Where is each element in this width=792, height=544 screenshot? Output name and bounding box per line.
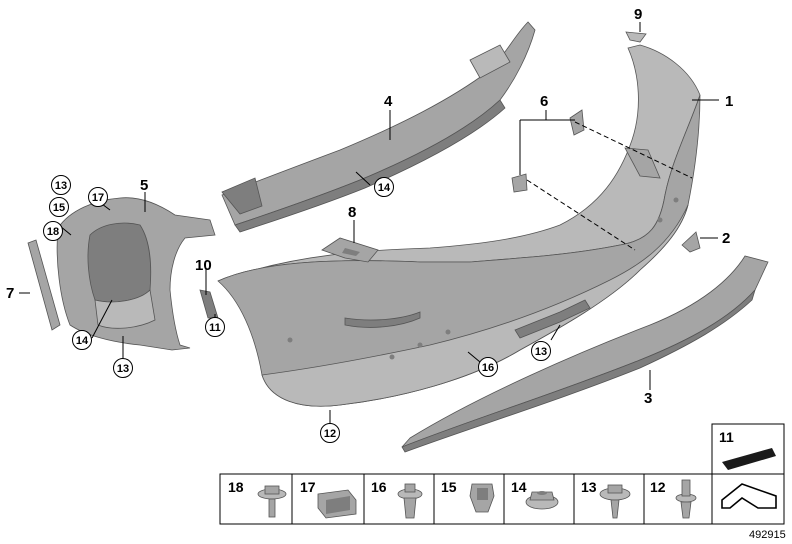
callout-12-circle: 12 bbox=[324, 428, 336, 440]
callout-14-bracket: 14 bbox=[76, 335, 89, 347]
leader-lines bbox=[19, 22, 719, 424]
callout-17-circle: 17 bbox=[92, 192, 104, 204]
callout-13-center: 13 bbox=[535, 346, 547, 358]
callout-8: 8 bbox=[348, 204, 356, 221]
self-tapping-screw-icon bbox=[599, 484, 631, 519]
callout-6: 6 bbox=[540, 93, 548, 110]
legend-label-15: 15 bbox=[441, 479, 457, 495]
bracket-small-part bbox=[681, 231, 701, 253]
legend-label-11: 11 bbox=[719, 429, 734, 445]
bumper-cover-part bbox=[217, 44, 701, 407]
callout-18-circle: 18 bbox=[47, 226, 59, 238]
legend-label-13: 13 bbox=[581, 479, 597, 495]
callout-14-beam: 14 bbox=[378, 182, 391, 194]
legend-label-12: 12 bbox=[650, 479, 666, 495]
callout-2: 2 bbox=[722, 230, 730, 247]
side-bracket-part bbox=[56, 197, 216, 351]
push-pin-clip-icon bbox=[675, 479, 697, 519]
fastener-legend bbox=[219, 423, 785, 525]
circled-callouts bbox=[43, 175, 551, 443]
legend-label-14: 14 bbox=[511, 479, 527, 495]
expanding-rivet-icon bbox=[397, 483, 423, 519]
legend-label-17: 17 bbox=[300, 479, 316, 495]
reflector-holder-part bbox=[321, 237, 379, 263]
sensor-holder-part bbox=[511, 109, 585, 193]
model-arrow-icon bbox=[721, 483, 777, 509]
callout-1: 1 bbox=[725, 93, 733, 110]
side-strip-part bbox=[27, 239, 61, 331]
spring-nut-clip-icon bbox=[317, 489, 357, 519]
legend-label-16: 16 bbox=[371, 479, 387, 495]
hex-nut-with-flange-icon bbox=[525, 491, 559, 510]
cover-clip-part bbox=[625, 31, 647, 43]
callout-11-circle: 11 bbox=[209, 322, 221, 334]
callout-15-circle: 15 bbox=[53, 202, 65, 214]
callout-13-top: 13 bbox=[55, 180, 67, 192]
callout-3: 3 bbox=[644, 390, 652, 407]
bumper-carrier-beam-part bbox=[221, 21, 536, 233]
callout-9: 9 bbox=[634, 6, 642, 23]
screw-with-washer-icon bbox=[257, 485, 287, 518]
legend-label-18: 18 bbox=[228, 479, 244, 495]
diffuser-trim-part bbox=[401, 255, 769, 453]
callout-5: 5 bbox=[140, 177, 148, 194]
callout-7: 7 bbox=[6, 285, 14, 302]
callout-10: 10 bbox=[195, 257, 212, 274]
callout-16-circle: 16 bbox=[482, 362, 494, 374]
callout-13-bottom: 13 bbox=[117, 363, 129, 375]
plastic-nut-icon bbox=[469, 483, 495, 513]
diagram-number: 492915 bbox=[749, 529, 786, 541]
reflector-part bbox=[199, 289, 219, 319]
callout-4: 4 bbox=[384, 93, 393, 110]
adhesive-pad-icon bbox=[722, 448, 776, 470]
